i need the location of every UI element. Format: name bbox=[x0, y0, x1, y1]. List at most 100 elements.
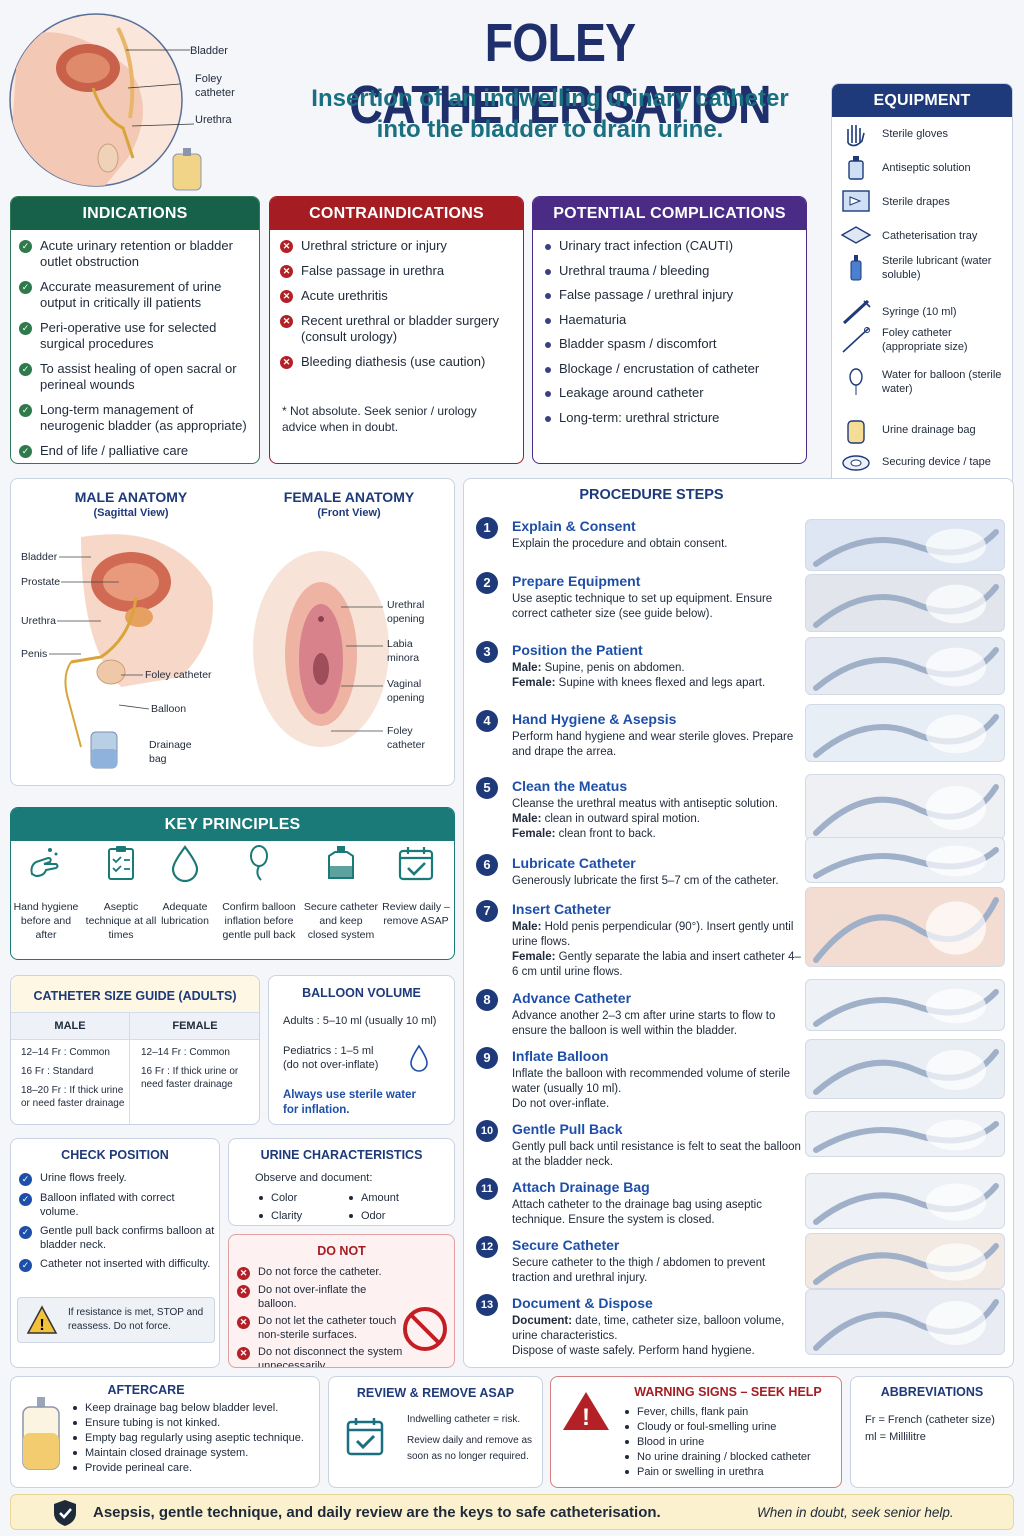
balloon-icon bbox=[840, 368, 872, 396]
female-anatomy-title: FEMALE ANATOMY bbox=[283, 489, 415, 505]
list-item: ✓ To assist healing of open sacral or per… bbox=[19, 361, 249, 393]
list-item-text: Blood in urine bbox=[637, 1436, 705, 1448]
list-item-text: Do not disconnect the system unnecessari… bbox=[258, 1346, 403, 1368]
equipment-item-label: Urine drainage bag bbox=[882, 424, 976, 436]
step-line: Explain the procedure and obtain consent… bbox=[512, 537, 802, 552]
step-description: Male: Supine, penis on abdomen.Female: S… bbox=[512, 661, 802, 691]
equipment-item-label: Water for balloon (sterile water) bbox=[882, 369, 1002, 395]
step-title: Lubricate Catheter bbox=[512, 855, 636, 871]
step-line-bold: Male: bbox=[512, 921, 542, 933]
list-item-text: Acute urethritis bbox=[301, 288, 388, 303]
size-guide-head-row bbox=[11, 1012, 259, 1040]
check-icon: ✓ bbox=[19, 240, 32, 253]
list-item: ✓Peri-operative use for selected surgica… bbox=[19, 320, 249, 352]
size-male-item: 18–20 Fr : If thick urine or need faster… bbox=[21, 1085, 125, 1109]
female-label-lm2: minora bbox=[387, 652, 420, 664]
review-title: REVIEW & REMOVE ASAP bbox=[356, 1386, 515, 1400]
key-principles-title: KEY PRINCIPLES bbox=[11, 808, 454, 841]
hero-label-catheter: catheter bbox=[195, 87, 235, 99]
hero-anatomy-illustration bbox=[8, 8, 248, 194]
review-line2: Review daily and remove as soon as no lo… bbox=[407, 1435, 533, 1462]
balloon-volume-panel: BALLOON VOLUME Adults : 5–10 ml (usually… bbox=[268, 975, 455, 1125]
list-item-text: Long-term management of neurogenic bladd… bbox=[40, 402, 247, 433]
equipment-item-label: Syringe (10 ml) bbox=[882, 306, 957, 318]
female-anatomy-subtitle: (Front View) bbox=[317, 507, 381, 519]
warning-text: If resistance is met, STOP and reassess.… bbox=[68, 1307, 204, 1332]
step-description: Attach catheter to the drainage bag usin… bbox=[512, 1198, 802, 1228]
review-remove-panel: REVIEW & REMOVE ASAP Indwelling catheter… bbox=[328, 1376, 543, 1488]
step-line-bold: Male: bbox=[512, 662, 542, 674]
step-illustration bbox=[805, 519, 1005, 571]
urine-characteristics-panel: URINE CHARACTERISTICS Observe and docume… bbox=[228, 1138, 455, 1226]
abbreviations-panel: ABBREVIATIONS Fr = French (catheter size… bbox=[850, 1376, 1014, 1488]
balloon-adults: Adults : 5–10 ml (usually 10 ml) bbox=[283, 1015, 437, 1027]
equipment-item: Antiseptic solution bbox=[840, 154, 1006, 182]
list-item: Fever, chills, flank pain bbox=[625, 1405, 839, 1419]
antiseptic-icon bbox=[840, 154, 872, 182]
urine-characteristic: Clarity bbox=[259, 1209, 302, 1223]
balloon-note: Always use sterile water for inflation. bbox=[283, 1089, 416, 1116]
size-female-item: 12–14 Fr : Common bbox=[141, 1047, 230, 1058]
step-title: Clean the Meatus bbox=[512, 778, 628, 794]
step-line-text: Supine with knees flexed and legs apart. bbox=[555, 677, 766, 689]
step-line-text: Hold penis perpendicular (90°). Insert g… bbox=[512, 921, 794, 948]
step-description: Inflate the balloon with recommended vol… bbox=[512, 1067, 802, 1112]
list-item: Empty bag regularly using aseptic techni… bbox=[73, 1431, 313, 1445]
check-position-warning: ! If resistance is met, STOP and reasses… bbox=[17, 1297, 215, 1343]
cross-icon: ✕ bbox=[237, 1285, 250, 1298]
list-item-text: Keep drainage bag below bladder level. bbox=[85, 1402, 279, 1414]
step-illustration bbox=[805, 979, 1005, 1031]
step-description: Gently pull back until resistance is fel… bbox=[512, 1140, 802, 1170]
size-guide-female-head: FEMALE bbox=[172, 1020, 218, 1032]
step-line-text: Inflate the balloon with recommended vol… bbox=[512, 1068, 791, 1095]
step-description: Male: Hold penis perpendicular (90°). In… bbox=[512, 920, 802, 980]
aftercare-title: AFTERCARE bbox=[107, 1383, 185, 1397]
check-icon: ✓ bbox=[19, 1193, 32, 1206]
equipment-title: EQUIPMENT bbox=[832, 84, 1012, 117]
check-icon: ✓ bbox=[19, 445, 32, 458]
page-subtitle-line2: into the bladder to drain urine. bbox=[376, 116, 724, 143]
list-item-text: Ensure tubing is not kinked. bbox=[85, 1417, 221, 1429]
step-line-text: clean front to back. bbox=[555, 828, 656, 840]
bullet-icon bbox=[73, 1466, 77, 1470]
bullet-icon bbox=[259, 1196, 263, 1200]
check-icon: ✓ bbox=[19, 363, 32, 376]
step-line-text: Generously lubricate the first 5–7 cm of… bbox=[512, 875, 779, 887]
equipment-item-label: Sterile drapes bbox=[882, 196, 950, 208]
list-item: Blockage / encrustation of catheter bbox=[545, 361, 796, 377]
urine-title: URINE CHARACTERISTICS bbox=[260, 1148, 423, 1162]
list-item-text: Recent urethral or bladder surgery (cons… bbox=[301, 313, 499, 344]
step-line: Do not over-inflate. bbox=[512, 1097, 802, 1112]
step-illustration bbox=[805, 887, 1005, 967]
step-line: Perform hand hygiene and wear sterile gl… bbox=[512, 730, 802, 760]
step-number: 6 bbox=[476, 854, 498, 876]
female-anatomy-illustration bbox=[253, 551, 389, 747]
list-item: ✕Do not let the catheter touch non-steri… bbox=[237, 1314, 407, 1342]
step-line-text: Attach catheter to the drainage bag usin… bbox=[512, 1199, 762, 1226]
contraindications-panel: CONTRAINDICATIONS ✕Urethral stricture or… bbox=[269, 196, 524, 464]
equipment-item: Sterile lubricant (water soluble) bbox=[840, 254, 1006, 282]
list-item-text: To assist healing of open sacral or peri… bbox=[40, 361, 237, 392]
step-number: 8 bbox=[476, 989, 498, 1011]
list-item: Provide perineal care. bbox=[73, 1461, 313, 1475]
size-guide-divider bbox=[129, 1012, 130, 1124]
list-item-text: Maintain closed drainage system. bbox=[85, 1447, 249, 1459]
size-guide-panel: CATHETER SIZE GUIDE (ADULTS) MALE FEMALE… bbox=[10, 975, 260, 1125]
list-item: Urinary tract infection (CAUTI) bbox=[545, 238, 796, 254]
list-item: ✕Do not disconnect the system unnecessar… bbox=[237, 1345, 407, 1368]
equipment-item-label: Sterile gloves bbox=[882, 128, 949, 140]
anatomy-panel: MALE ANATOMY (Sagittal View) FEMALE ANAT… bbox=[10, 478, 455, 786]
complications-panel: POTENTIAL COMPLICATIONS Urinary tract in… bbox=[532, 196, 807, 464]
step-illustration bbox=[805, 1039, 1005, 1099]
list-item: Keep drainage bag below bladder level. bbox=[73, 1401, 313, 1415]
step-illustration bbox=[805, 704, 1005, 762]
calendar-icon bbox=[396, 844, 436, 884]
svg-text:!: ! bbox=[39, 1317, 44, 1334]
list-item: ✓Balloon inflated with correct volume. bbox=[19, 1191, 215, 1219]
footer-main: Asepsis, gentle technique, and daily rev… bbox=[93, 1504, 661, 1521]
bullet-icon bbox=[545, 244, 551, 250]
cross-icon: ✕ bbox=[237, 1267, 250, 1280]
step-line: Female: Gently separate the labia and in… bbox=[512, 950, 802, 980]
step-line: Male: Supine, penis on abdomen. bbox=[512, 661, 802, 676]
